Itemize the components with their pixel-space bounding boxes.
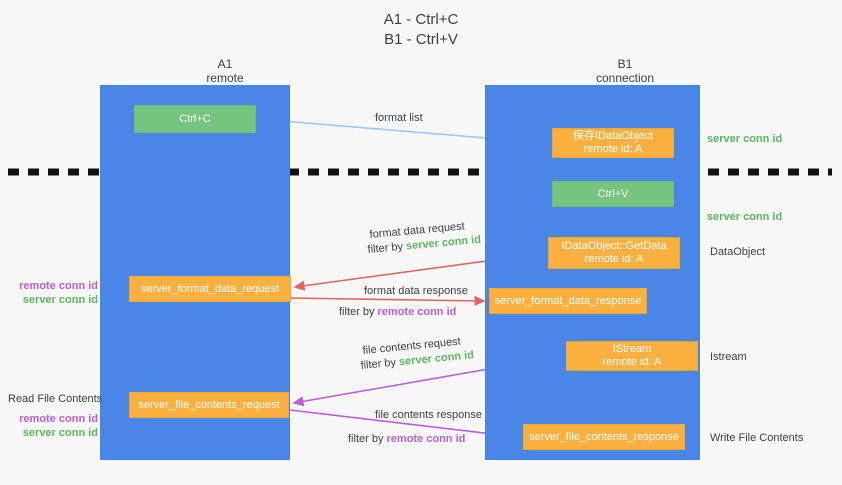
edge-label-format-data-response-filter: filter by remote conn id [339, 305, 456, 319]
column-a1-role: remote [206, 71, 244, 85]
node-save-idataobject-sub: remote id: A [583, 143, 643, 155]
column-b1-role: connection [595, 71, 655, 85]
column-b1-name: B1 [617, 57, 633, 71]
column-header-b1: B1 connection [530, 57, 720, 85]
node-server-format-data-request-label: server_format_data_request [140, 282, 280, 295]
title-line-1: A1 - Ctrl+C [383, 11, 459, 28]
node-ctrl-c[interactable]: Ctrl+C [134, 105, 256, 133]
annotation-istream: Istream [710, 351, 747, 363]
edge-label-format-list: format list [375, 112, 423, 124]
node-ctrl-c-label: Ctrl+C [179, 112, 211, 125]
annotation-server-conn-id-2: server conn id [22, 427, 98, 439]
filter-key-remote-conn-id: remote conn id [377, 306, 457, 318]
node-idataobject-getdata-sub: remote id: A [584, 253, 644, 265]
diagram-title: A1 - Ctrl+C B1 - Ctrl+V [0, 10, 842, 50]
annotation-write-file-contents: Write File Contents [710, 432, 804, 444]
edge-label-file-contents-response: file contents response [375, 409, 483, 421]
annotation-dataobject: DataObject [710, 246, 766, 258]
annotation-conn-ids-upper: remote conn id server conn id [10, 279, 98, 307]
filter-key-remote-conn-id: remote conn id [386, 433, 466, 445]
node-save-idataobject-label: 保存IDataObject [572, 130, 654, 142]
node-istream-sub: remote id: A [602, 356, 662, 368]
arrow-file-contents-response [289, 409, 520, 441]
annotation-remote-conn-id-1: remote conn id [19, 280, 98, 292]
node-server-format-data-response[interactable]: server_format_data_response [489, 288, 647, 314]
node-server-format-data-response-label: server_format_data_response [494, 294, 642, 307]
node-istream[interactable]: IStream remote id: A [566, 341, 698, 371]
annotation-read-file-contents: Read File Contents [8, 393, 103, 405]
node-server-format-data-request[interactable]: server_format_data_request [129, 276, 291, 302]
node-istream-label: IStream [612, 343, 652, 355]
annotation-conn-ids-lower: remote conn id server conn id [10, 412, 98, 440]
annotation-server-conn-id-1: server conn id [22, 294, 98, 306]
title-line-2: B1 - Ctrl+V [384, 31, 458, 48]
node-server-file-contents-response[interactable]: server_file_contents_response [523, 424, 685, 450]
node-idataobject-getdata-label: IDataObject::GetData [561, 240, 667, 252]
filter-prefix: filter by [348, 433, 387, 445]
filter-prefix: filter by [367, 240, 407, 256]
edge-label-file-contents-response-filter: filter by remote conn id [348, 432, 465, 446]
node-idataobject-getdata[interactable]: IDataObject::GetData remote id: A [548, 237, 680, 269]
edge-label-format-data-response: format data response [364, 285, 468, 297]
node-ctrl-v[interactable]: Ctrl+V [552, 181, 674, 207]
node-ctrl-v-label: Ctrl+V [597, 187, 629, 200]
arrow-format-data-response [289, 295, 486, 306]
node-save-idataobject[interactable]: 保存IDataObject remote id: A [552, 128, 674, 158]
filter-prefix: filter by [339, 306, 378, 318]
node-server-file-contents-response-label: server_file_contents_response [529, 430, 679, 443]
annotation-server-conn-id-mid: server conn id [707, 211, 783, 223]
filter-prefix: filter by [360, 356, 400, 372]
column-header-a1: A1 remote [130, 57, 320, 85]
node-server-file-contents-request[interactable]: server_file_contents_request [129, 392, 289, 418]
annotation-server-conn-id-top: server conn id [707, 133, 783, 145]
node-server-file-contents-request-label: server_file_contents_request [138, 398, 280, 411]
annotation-remote-conn-id-2: remote conn id [19, 413, 98, 425]
column-a1-name: A1 [217, 57, 233, 71]
